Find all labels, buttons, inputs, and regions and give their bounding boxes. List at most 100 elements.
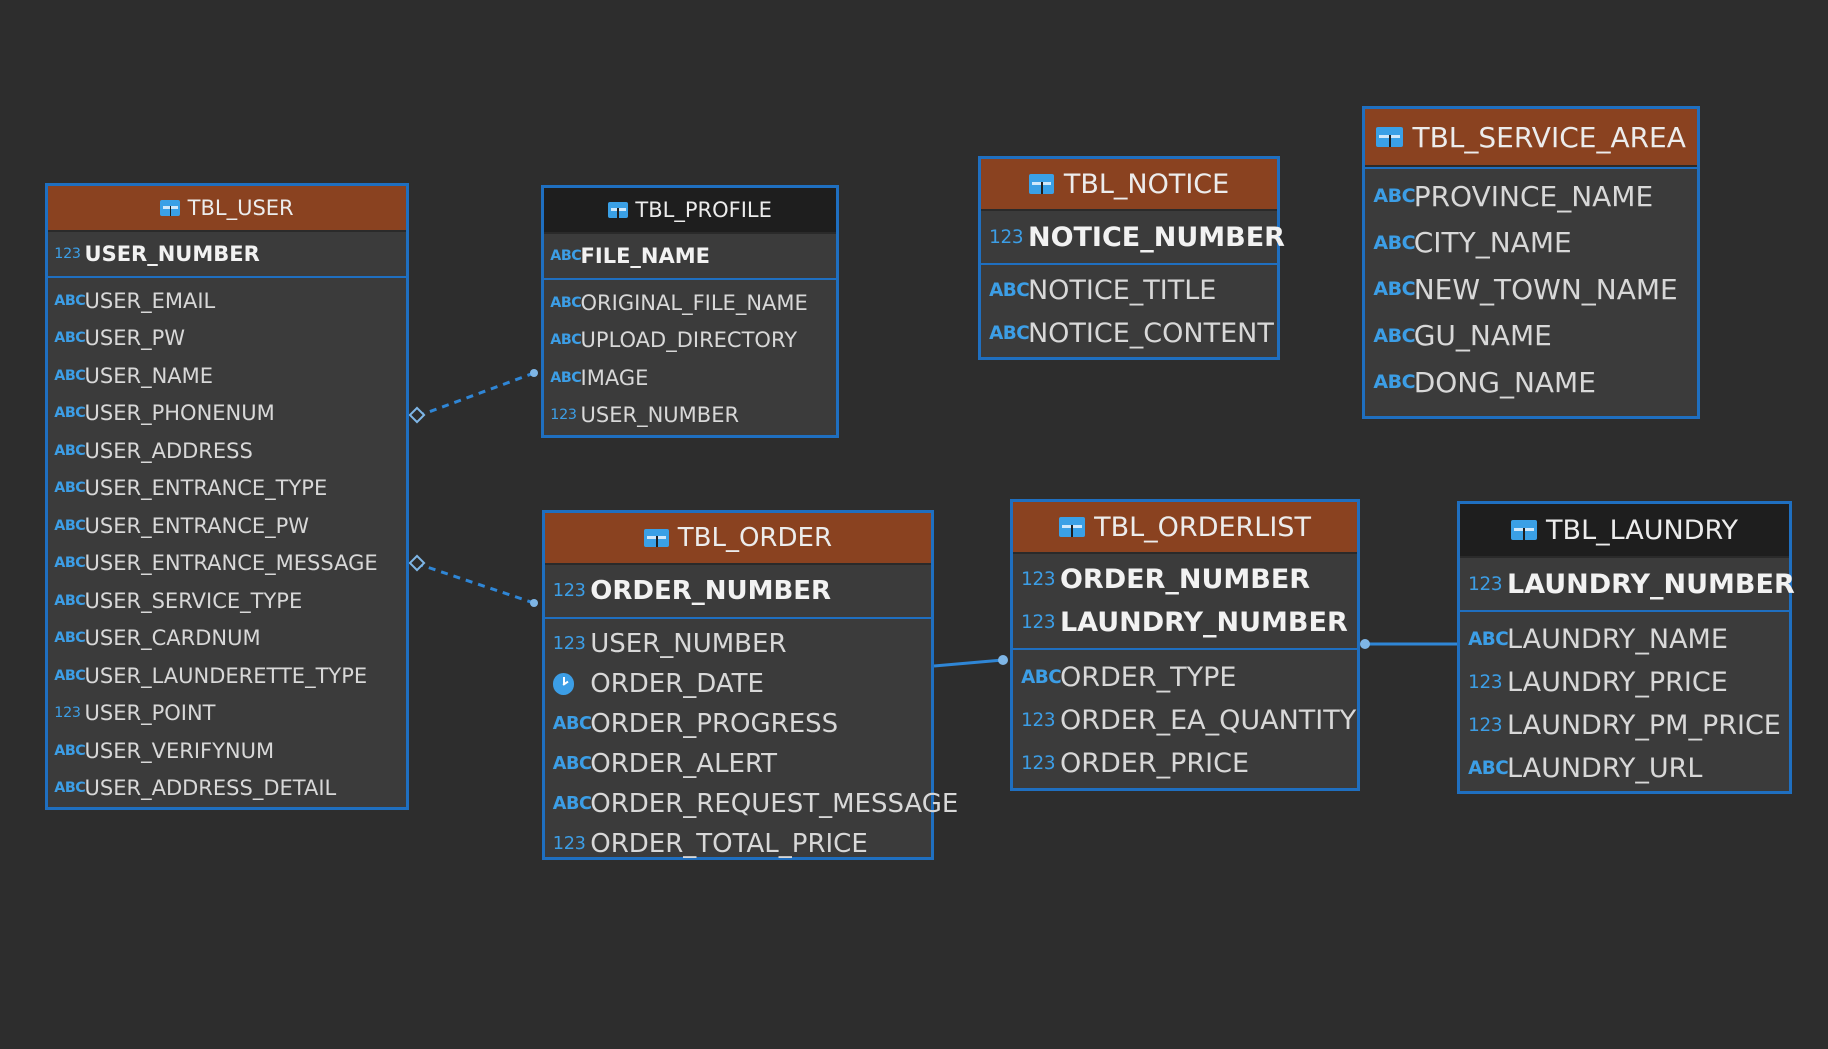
text-type-icon: ABC xyxy=(54,517,86,534)
table-header[interactable]: TBL_LAUNDRY xyxy=(1460,504,1789,558)
text-type-icon: ABC xyxy=(552,754,592,774)
column-name: UPLOAD_DIRECTORY xyxy=(580,328,798,353)
column-name: ORDER_PROGRESS xyxy=(590,709,839,739)
table-header[interactable]: TBL_ORDERLIST xyxy=(1013,502,1357,554)
text-type-icon: ABC xyxy=(54,405,86,422)
column-name: CITY_NAME xyxy=(1413,226,1572,260)
column-name: USER_EMAIL xyxy=(84,288,216,313)
column-name: NEW_TOWN_NAME xyxy=(1413,272,1678,306)
column-name: DONG_NAME xyxy=(1413,365,1596,399)
table-icon xyxy=(1510,520,1537,541)
column-order-date[interactable]: ORDER_DATE xyxy=(545,664,931,704)
table-header[interactable]: TBL_ORDER xyxy=(545,513,931,565)
rel-orderlist-order-endpoint xyxy=(998,655,1008,665)
column-name: USER_LAUNDERETTE_TYPE xyxy=(84,663,368,688)
column-name: LAUNDRY_NAME xyxy=(1506,624,1728,655)
text-type-icon: ABC xyxy=(550,369,582,386)
table-icon xyxy=(160,200,181,216)
table-title: TBL_SERVICE_AREA xyxy=(1412,120,1686,154)
column-name: USER_ADDRESS_DETAIL xyxy=(84,776,337,801)
rel-profile-user-diamond xyxy=(408,406,426,424)
clock-icon xyxy=(552,673,574,695)
column-name: ORDER_ALERT xyxy=(590,749,778,779)
text-type-icon: ABC xyxy=(552,794,592,814)
table-header[interactable]: TBL_USER xyxy=(48,186,406,232)
column-name: USER_ENTRANCE_MESSAGE xyxy=(84,551,378,576)
table-title: TBL_USER xyxy=(187,196,294,220)
text-type-icon: ABC xyxy=(550,294,582,311)
number-type-icon: 123 xyxy=(1468,715,1503,736)
column-name: USER_SERVICE_TYPE xyxy=(84,588,303,613)
table-icon xyxy=(1028,174,1055,195)
table-header[interactable]: TBL_PROFILE xyxy=(544,188,836,234)
column-name: ORDER_DATE xyxy=(590,669,764,699)
column-name: USER_PHONENUM xyxy=(84,401,275,426)
column-name: ORDER_PRICE xyxy=(1059,748,1250,779)
table-header[interactable]: TBL_NOTICE xyxy=(981,159,1277,211)
table-header[interactable]: TBL_SERVICE_AREA xyxy=(1365,109,1697,167)
number-type-icon: 123 xyxy=(1021,710,1056,731)
column-name: PROVINCE_NAME xyxy=(1413,179,1654,213)
column-name: FILE_NAME xyxy=(580,244,710,268)
text-type-icon: ABC xyxy=(1373,278,1416,301)
column-name: ORIGINAL_FILE_NAME xyxy=(580,290,808,315)
column-name: USER_VERIFYNUM xyxy=(84,738,275,763)
